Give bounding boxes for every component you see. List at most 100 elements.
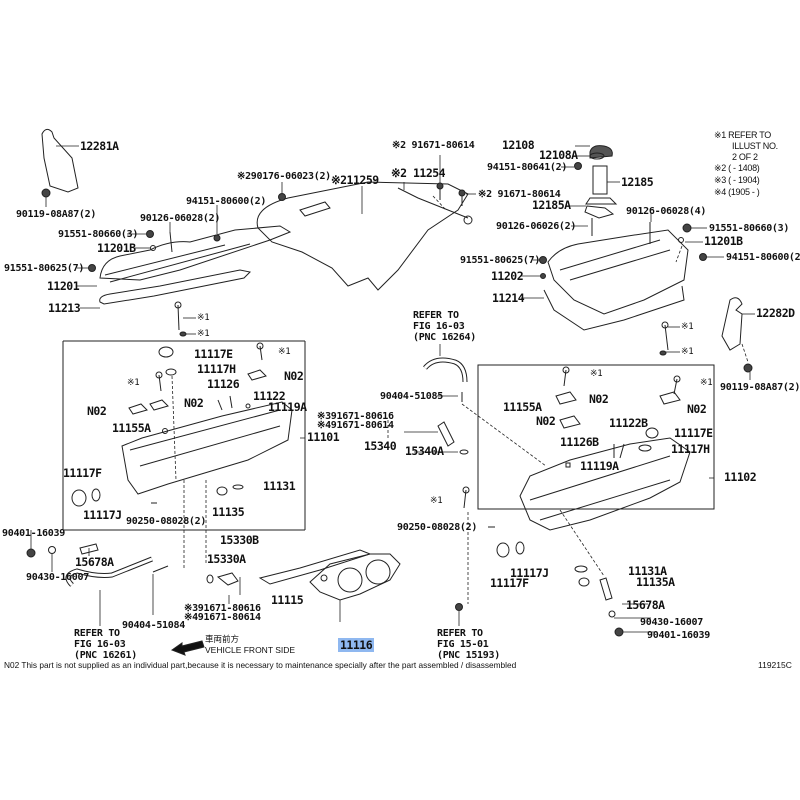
- legend-note-3: ※3 ( - 1904): [714, 175, 760, 185]
- part-11201B-right[interactable]: 11201B: [704, 234, 743, 248]
- cam-cover-11201: [99, 225, 292, 281]
- part-12108[interactable]: 12108: [502, 138, 535, 152]
- part-12282D[interactable]: 12282D: [756, 306, 795, 320]
- part-91671-80614-top[interactable]: ※2 91671-80614: [392, 140, 475, 151]
- gasket-11213: [99, 269, 252, 305]
- rh-part-11122B[interactable]: 11122B: [609, 416, 648, 430]
- rh-part-11135A[interactable]: 11135A: [636, 575, 675, 589]
- lh-part-11117F[interactable]: 11117F: [63, 466, 102, 480]
- rh-part-N02-c[interactable]: N02: [536, 414, 556, 428]
- ref-mark-1d: ※1: [681, 347, 694, 357]
- lh-part-11135[interactable]: 11135: [212, 505, 245, 519]
- lh-part-11155A[interactable]: 11155A: [112, 421, 151, 435]
- part-11201B-left[interactable]: 11201B: [97, 241, 136, 255]
- part-11201[interactable]: 11201: [47, 279, 80, 293]
- rh-part-N02-a[interactable]: N02: [589, 392, 609, 406]
- part-90430-16007-right[interactable]: 90430-16007: [640, 617, 703, 628]
- part-12185[interactable]: 12185: [621, 175, 654, 189]
- ref-mark-1b: ※1: [197, 329, 210, 339]
- lh-part-90250-08028[interactable]: 90250-08028(2): [126, 516, 207, 527]
- part-91671-80616-low[interactable]: ※391671-80616: [184, 603, 261, 614]
- part-90126-06028-right[interactable]: 90126-06028(4): [626, 206, 707, 217]
- lh-part-11117E[interactable]: 11117E: [194, 347, 233, 361]
- part-91671-80614-mid[interactable]: ※2 91671-80614: [478, 189, 561, 200]
- cam-cover-11202: [547, 229, 689, 315]
- lh-ref-mark-1b: ※1: [127, 378, 140, 388]
- oil-filler-tube-12185: [592, 165, 608, 195]
- part-90126-06026[interactable]: 90126-06026(2): [496, 221, 577, 232]
- part-91671-80614-low[interactable]: ※491671-80614: [184, 612, 261, 623]
- legend-note-4: ※4 (1905 - ): [714, 187, 760, 197]
- part-12185A[interactable]: 12185A: [532, 198, 571, 212]
- rh-part-11117J[interactable]: 11117J: [510, 566, 549, 580]
- part-15330B[interactable]: 15330B: [220, 533, 259, 547]
- part-90119-08A87-left[interactable]: 90119-08A87(2): [16, 209, 97, 220]
- bracket-12282D: [721, 297, 743, 351]
- lh-part-11119A[interactable]: 11119A: [268, 400, 307, 414]
- lh-part-11126[interactable]: 11126: [207, 377, 240, 391]
- part-90404-51085[interactable]: 90404-51085: [380, 391, 443, 402]
- refer-fig-16-03-pnc-16264[interactable]: REFER TO FIG 16-03 (PNC 16264): [413, 310, 476, 343]
- part-12108A[interactable]: 12108A: [539, 148, 578, 162]
- lh-part-11117J[interactable]: 11117J: [83, 508, 122, 522]
- part-15340A[interactable]: 15340A: [405, 444, 444, 458]
- part-11213[interactable]: 11213: [48, 301, 81, 315]
- part-90430-16007-left[interactable]: 90430-16007: [26, 572, 89, 583]
- figure-id: 119215C: [758, 660, 792, 670]
- refer-fig-16-03-pnc-16261[interactable]: REFER TO FIG 16-03 (PNC 16261): [74, 628, 137, 661]
- part-90401-16039-right[interactable]: 90401-16039: [647, 630, 710, 641]
- part-15330A[interactable]: 15330A: [207, 552, 246, 566]
- lh-part-N02-c[interactable]: N02: [87, 404, 107, 418]
- part-94151-80641[interactable]: 94151-80641(2): [487, 162, 568, 173]
- part-11202[interactable]: 11202: [491, 269, 524, 283]
- part-11259[interactable]: ※211259: [331, 173, 379, 187]
- lh-part-11122[interactable]: 11122: [253, 389, 286, 403]
- part-15678A-left[interactable]: 15678A: [75, 555, 114, 569]
- rh-part-11119A[interactable]: 11119A: [580, 459, 619, 473]
- part-11116[interactable]: 11116: [338, 638, 375, 652]
- part-91551-80660-left[interactable]: 91551-80660(3): [58, 229, 139, 240]
- part-91671-80614-mid2[interactable]: ※491671-80614: [317, 420, 394, 431]
- rh-part-11131A[interactable]: 11131A: [628, 564, 667, 578]
- part-90126-06028-left[interactable]: 90126-06028(2): [140, 213, 221, 224]
- rh-part-11117F[interactable]: 11117F: [490, 576, 529, 590]
- lh-part-N02-a[interactable]: N02: [284, 369, 304, 383]
- part-91551-80660-right[interactable]: 91551-80660(3): [709, 223, 790, 234]
- rh-ref-mark-1a: ※1: [590, 369, 603, 379]
- rh-part-11155A[interactable]: 11155A: [503, 400, 542, 414]
- rh-part-N02-b[interactable]: N02: [687, 402, 707, 416]
- cylinder-head-11101: [121, 401, 293, 495]
- lh-part-11131[interactable]: 11131: [263, 479, 296, 493]
- rh-part-11117H[interactable]: 11117H: [671, 442, 710, 456]
- part-91671-80616-mid[interactable]: ※391671-80616: [317, 411, 394, 422]
- legend-note-1c: 2 OF 2: [732, 152, 758, 162]
- part-91551-80625-right[interactable]: 91551-80625(7): [460, 255, 541, 266]
- part-11115[interactable]: 11115: [271, 593, 304, 607]
- oil-control-valve-15330: [216, 572, 239, 586]
- bolt-90119-left: [41, 188, 51, 198]
- part-94151-80600-right[interactable]: 94151-80600(2): [726, 252, 800, 263]
- oil-control-valve-15340: [437, 421, 455, 447]
- part-90401-16039-left[interactable]: 90401-16039: [2, 528, 65, 539]
- part-91551-80625-left[interactable]: 91551-80625(7): [4, 263, 85, 274]
- part-90176-06023[interactable]: ※290176-06023(2): [237, 171, 331, 182]
- part-15340[interactable]: 15340: [364, 439, 397, 453]
- rh-part-11117E[interactable]: 11117E: [674, 426, 713, 440]
- refer-fig-15-01-pnc-15193[interactable]: REFER TO FIG 15-01 (PNC 15193): [437, 628, 500, 661]
- part-15678A-right[interactable]: 15678A: [626, 598, 665, 612]
- rh-part-90250-08028[interactable]: 90250-08028(2): [397, 522, 478, 533]
- part-12281A[interactable]: 12281A: [80, 139, 119, 153]
- part-11254[interactable]: ※2 11254: [391, 166, 446, 180]
- part-11102[interactable]: 11102: [724, 470, 757, 484]
- part-90404-51084[interactable]: 90404-51084: [122, 620, 185, 631]
- part-11101[interactable]: 11101: [307, 430, 340, 444]
- part-94151-80600-left[interactable]: 94151-80600(2): [186, 196, 267, 207]
- lh-part-N02-b[interactable]: N02: [184, 396, 204, 410]
- part-11214[interactable]: 11214: [492, 291, 525, 305]
- rh-part-11126B[interactable]: 11126B: [560, 435, 599, 449]
- lh-part-11117H[interactable]: 11117H: [197, 362, 236, 376]
- part-90119-08A87-right[interactable]: 90119-08A87(2): [720, 382, 800, 393]
- front-arrow-icon: [170, 640, 205, 656]
